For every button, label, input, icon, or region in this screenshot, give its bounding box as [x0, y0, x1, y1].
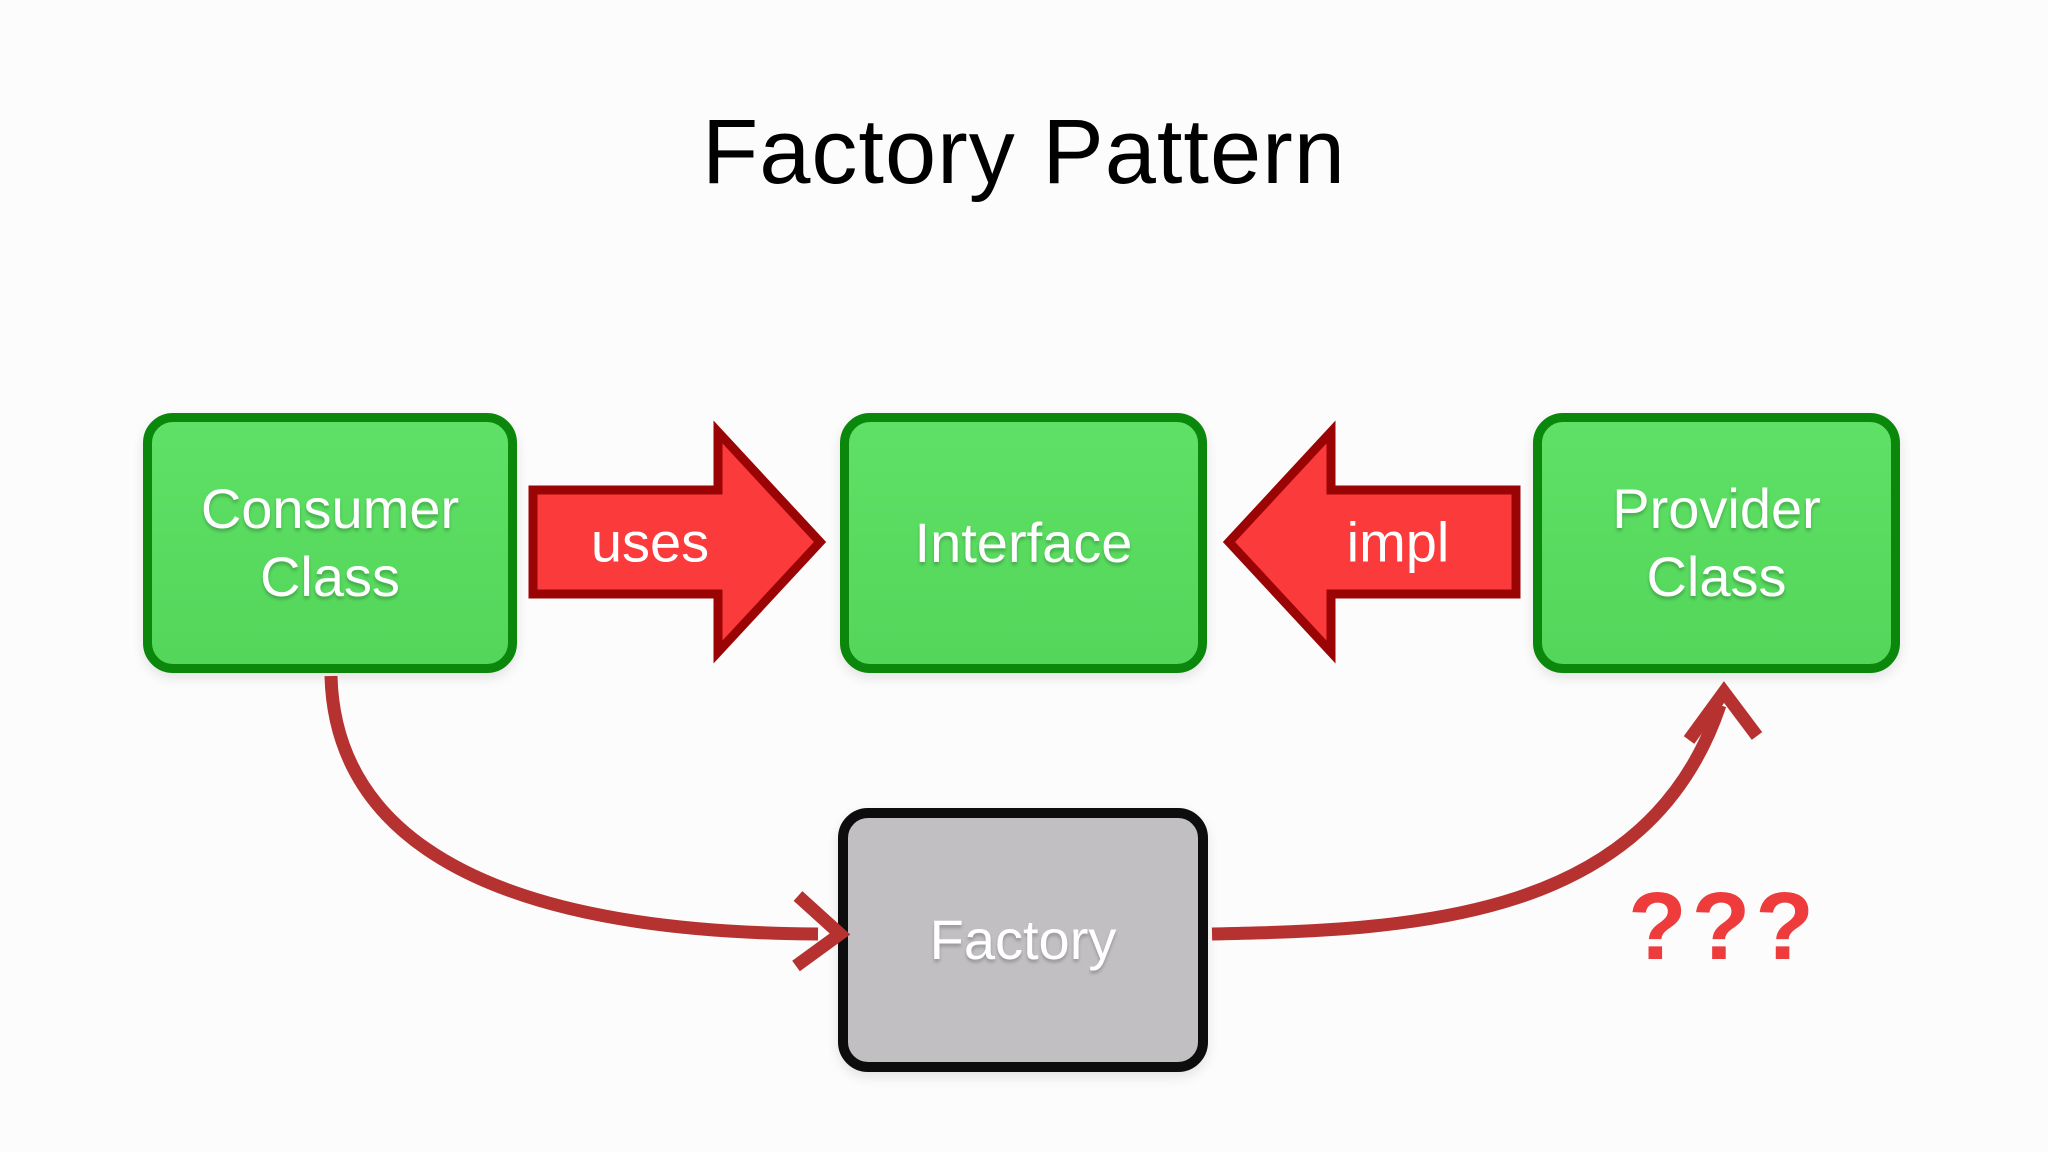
consumer-to-factory-arrow — [324, 675, 819, 941]
factory-to-provider-arrow — [1211, 702, 1727, 941]
uses-arrow-label: uses — [591, 511, 709, 574]
factory-to-provider-arrowhead-icon — [1683, 681, 1763, 744]
node-provider-class-label: Provider Class — [1612, 476, 1821, 608]
uses-arrow — [528, 420, 827, 664]
node-consumer-class-label: Consumer Class — [200, 476, 460, 608]
node-interface: Interface — [840, 413, 1207, 673]
node-interface-label: Interface — [914, 510, 1133, 574]
consumer-to-factory-arrowhead-icon — [792, 891, 851, 972]
diagram-title: Factory Pattern — [702, 101, 1346, 203]
node-consumer-class: Consumer Class — [143, 413, 517, 673]
node-factory-label: Factory — [929, 907, 1117, 971]
node-provider-class: Provider Class — [1533, 413, 1900, 673]
impl-arrow — [1222, 420, 1521, 664]
question-marks: ??? — [1628, 873, 1819, 980]
node-factory: Factory — [838, 808, 1208, 1072]
impl-arrow-label: impl — [1347, 511, 1450, 574]
